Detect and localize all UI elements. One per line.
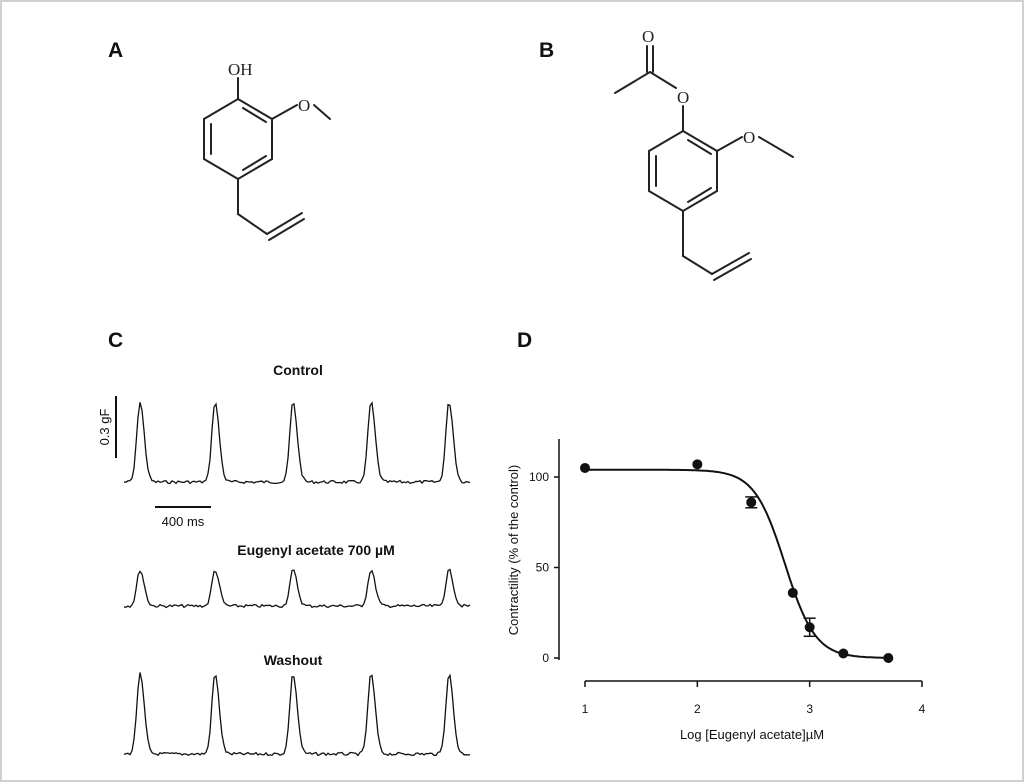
eugenol-oh-label: OH <box>228 60 253 79</box>
acetate-carbonyl-o: O <box>642 27 654 46</box>
acetate-allyl-double-1 <box>711 252 750 275</box>
x-ticks: 1 2 3 4 <box>582 681 926 716</box>
y-axis-label: Contractility (% of the control) <box>506 465 521 636</box>
acetate-inner-bond-3 <box>687 187 712 203</box>
acetate-methoxy-o: O <box>743 128 755 147</box>
force-traces <box>123 401 471 757</box>
data-point <box>883 653 894 663</box>
eugenol-ring <box>203 97 273 181</box>
x-tick-label: 4 <box>919 702 926 716</box>
eugenol-allyl-double-1 <box>266 212 303 235</box>
data-point <box>580 462 590 473</box>
trace-title-washout: Washout <box>264 652 323 668</box>
y-tick-label: 100 <box>529 470 549 484</box>
y-ticks: 0 50 100 <box>529 470 559 665</box>
data-point <box>787 587 798 598</box>
eugenol-inner-bond-3 <box>242 155 267 171</box>
acetate-allyl-bond-2 <box>682 255 713 275</box>
data-point <box>804 622 815 633</box>
scale-bar-force-label: 0.3 gF <box>97 409 112 446</box>
acetate-methoxy-bond-1 <box>716 136 743 152</box>
x-tick-label: 2 <box>694 702 701 716</box>
force-trace <box>123 568 471 609</box>
eugenol-allyl-double-2 <box>268 218 305 241</box>
y-tick-label: 50 <box>536 561 550 575</box>
acetate-methoxy-bond-2 <box>758 136 794 158</box>
y-tick-label: 0 <box>542 651 549 665</box>
chart-d: 0 50 100 1 2 3 4 Log [Eugenyl acetate]µM Cont… <box>506 439 926 742</box>
acetate-allyl-double-2 <box>713 258 752 281</box>
x-axis-label: Log [Eugenyl acetate]µM <box>680 727 824 742</box>
acetate-methyl-bond <box>614 71 651 94</box>
data-point <box>838 648 849 659</box>
acetate-ester-bond <box>649 71 677 89</box>
eugenol-allyl-bond-2 <box>237 213 268 235</box>
x-tick-label: 3 <box>806 702 813 716</box>
data-point <box>746 497 757 508</box>
acetate-ring <box>648 129 718 213</box>
eugenol-methoxy-bond-2 <box>313 104 331 120</box>
force-trace <box>123 672 471 757</box>
panel-label-d: D <box>517 329 532 352</box>
trace-title-eugenyl-acetate: Eugenyl acetate 700 µM <box>237 542 394 558</box>
data-point <box>692 459 703 470</box>
eugenol-methoxy-o: O <box>298 96 310 115</box>
data-points <box>580 459 894 663</box>
eugenol-inner-bond-2 <box>242 107 267 123</box>
trace-title-control: Control <box>273 362 323 378</box>
scale-bar-time-label: 400 ms <box>162 514 205 529</box>
x-tick-label: 1 <box>582 702 589 716</box>
force-trace <box>123 401 471 485</box>
acetate-ester-o: O <box>677 88 689 107</box>
panel-label-c: C <box>108 329 123 352</box>
eugenol-structure <box>203 77 331 241</box>
eugenyl-acetate-structure <box>614 45 794 281</box>
panel-label-a: A <box>108 39 123 62</box>
panel-label-b: B <box>539 39 554 62</box>
fit-curve <box>585 468 889 659</box>
acetate-inner-bond-2 <box>687 139 712 155</box>
eugenol-methoxy-bond-1 <box>271 104 298 120</box>
